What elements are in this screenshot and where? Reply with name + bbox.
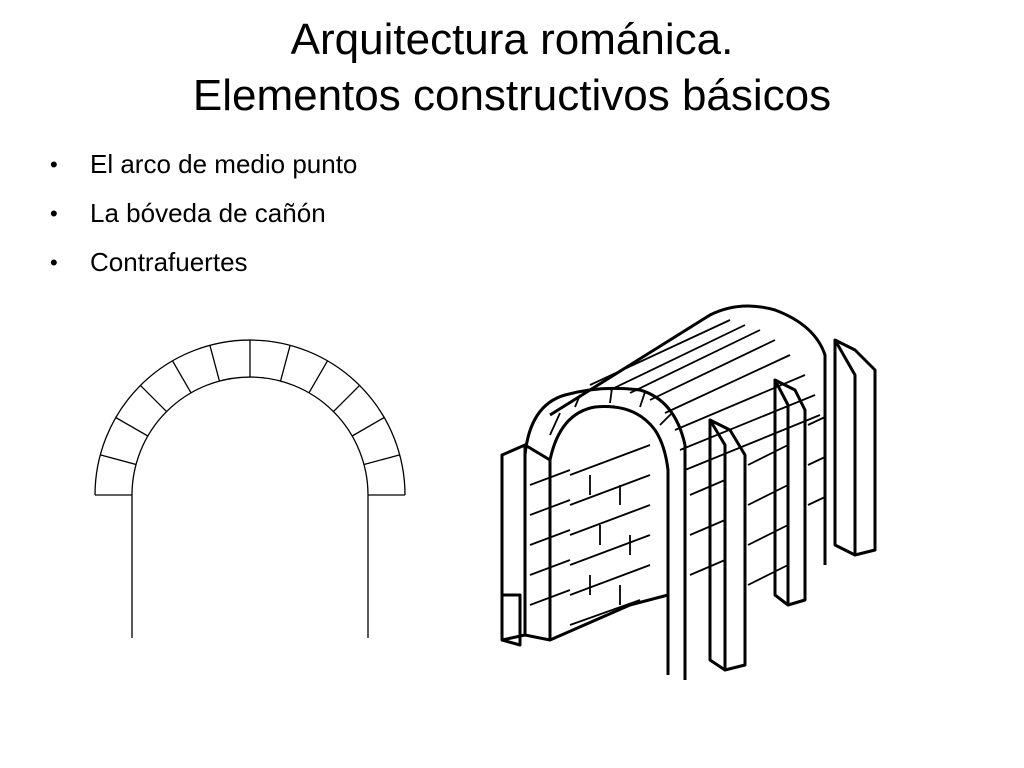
arch-voussoir-joint (363, 454, 400, 466)
arch-voussoir-joint (279, 345, 291, 382)
slide-title-line-2: Elementos constructivos básicos (192, 71, 832, 120)
arch-voussoir-joint (139, 384, 168, 413)
arch-voussoir-joint (171, 360, 192, 394)
arch-voussoir-joint (115, 416, 149, 437)
arch-voussoir-joint (209, 345, 221, 382)
arch-voussoir-joint (308, 360, 329, 394)
bullet-text: La bóveda de cañón (90, 198, 326, 228)
bullet-item: • La bóveda de cañón (46, 189, 357, 238)
arch-intrados (131, 376, 369, 496)
bullet-dot: • (50, 152, 58, 177)
slide-title-line-1: Arquitectura románica. (290, 15, 734, 64)
bullet-dot: • (50, 250, 58, 275)
slide-title: Arquitectura románica. Elementos constru… (0, 12, 1024, 124)
bullet-text: El arco de medio punto (90, 149, 358, 179)
bullet-item: • El arco de medio punto (46, 140, 357, 189)
semicircular-arch-icon (94, 339, 406, 638)
bullet-item: • Contrafuertes (46, 238, 357, 287)
arch-voussoir-joint (332, 384, 361, 413)
buttress-2 (773, 378, 807, 607)
vault-front-arch-inner (548, 404, 670, 675)
vault-left-pier (500, 443, 527, 642)
vault-roof-outline (549, 304, 827, 565)
arch-voussoir-joint (100, 454, 137, 466)
buttress-3 (833, 338, 877, 557)
arch-voussoir-joint (351, 416, 385, 437)
barrel-vault-with-buttresses-icon (500, 304, 877, 680)
bullet-dot: • (50, 201, 58, 226)
bullet-text: Contrafuertes (90, 247, 248, 277)
bullet-list: • El arco de medio punto • La bóveda de ca… (46, 140, 357, 287)
